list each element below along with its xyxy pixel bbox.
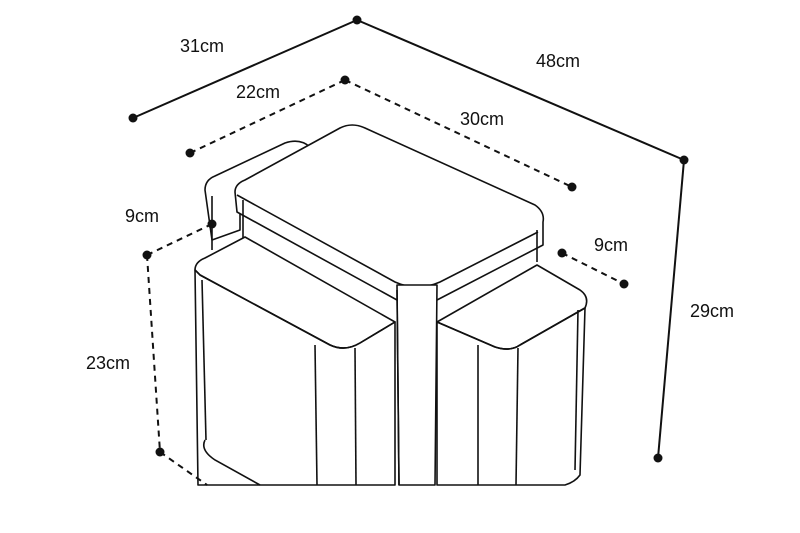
label-side-right: 9cm — [594, 235, 628, 255]
label-outer-height: 29cm — [690, 301, 734, 321]
label-outer-width: 48cm — [536, 51, 580, 71]
outer-depth-line — [132, 19, 358, 119]
side-left-line — [146, 223, 213, 256]
label-inner-depth: 22cm — [236, 82, 280, 102]
nesting-tables-drawing — [194, 124, 588, 486]
label-side-left: 9cm — [125, 206, 159, 226]
side-right-line — [561, 252, 625, 285]
outer-height-line — [657, 159, 685, 459]
label-outer-depth: 31cm — [180, 36, 224, 56]
label-side-height: 23cm — [86, 353, 130, 373]
side-height-line — [146, 254, 161, 453]
outer-width-line — [356, 19, 685, 161]
side-bottom-line — [159, 451, 208, 486]
label-inner-width: 30cm — [460, 109, 504, 129]
inner-width-line — [344, 79, 573, 188]
